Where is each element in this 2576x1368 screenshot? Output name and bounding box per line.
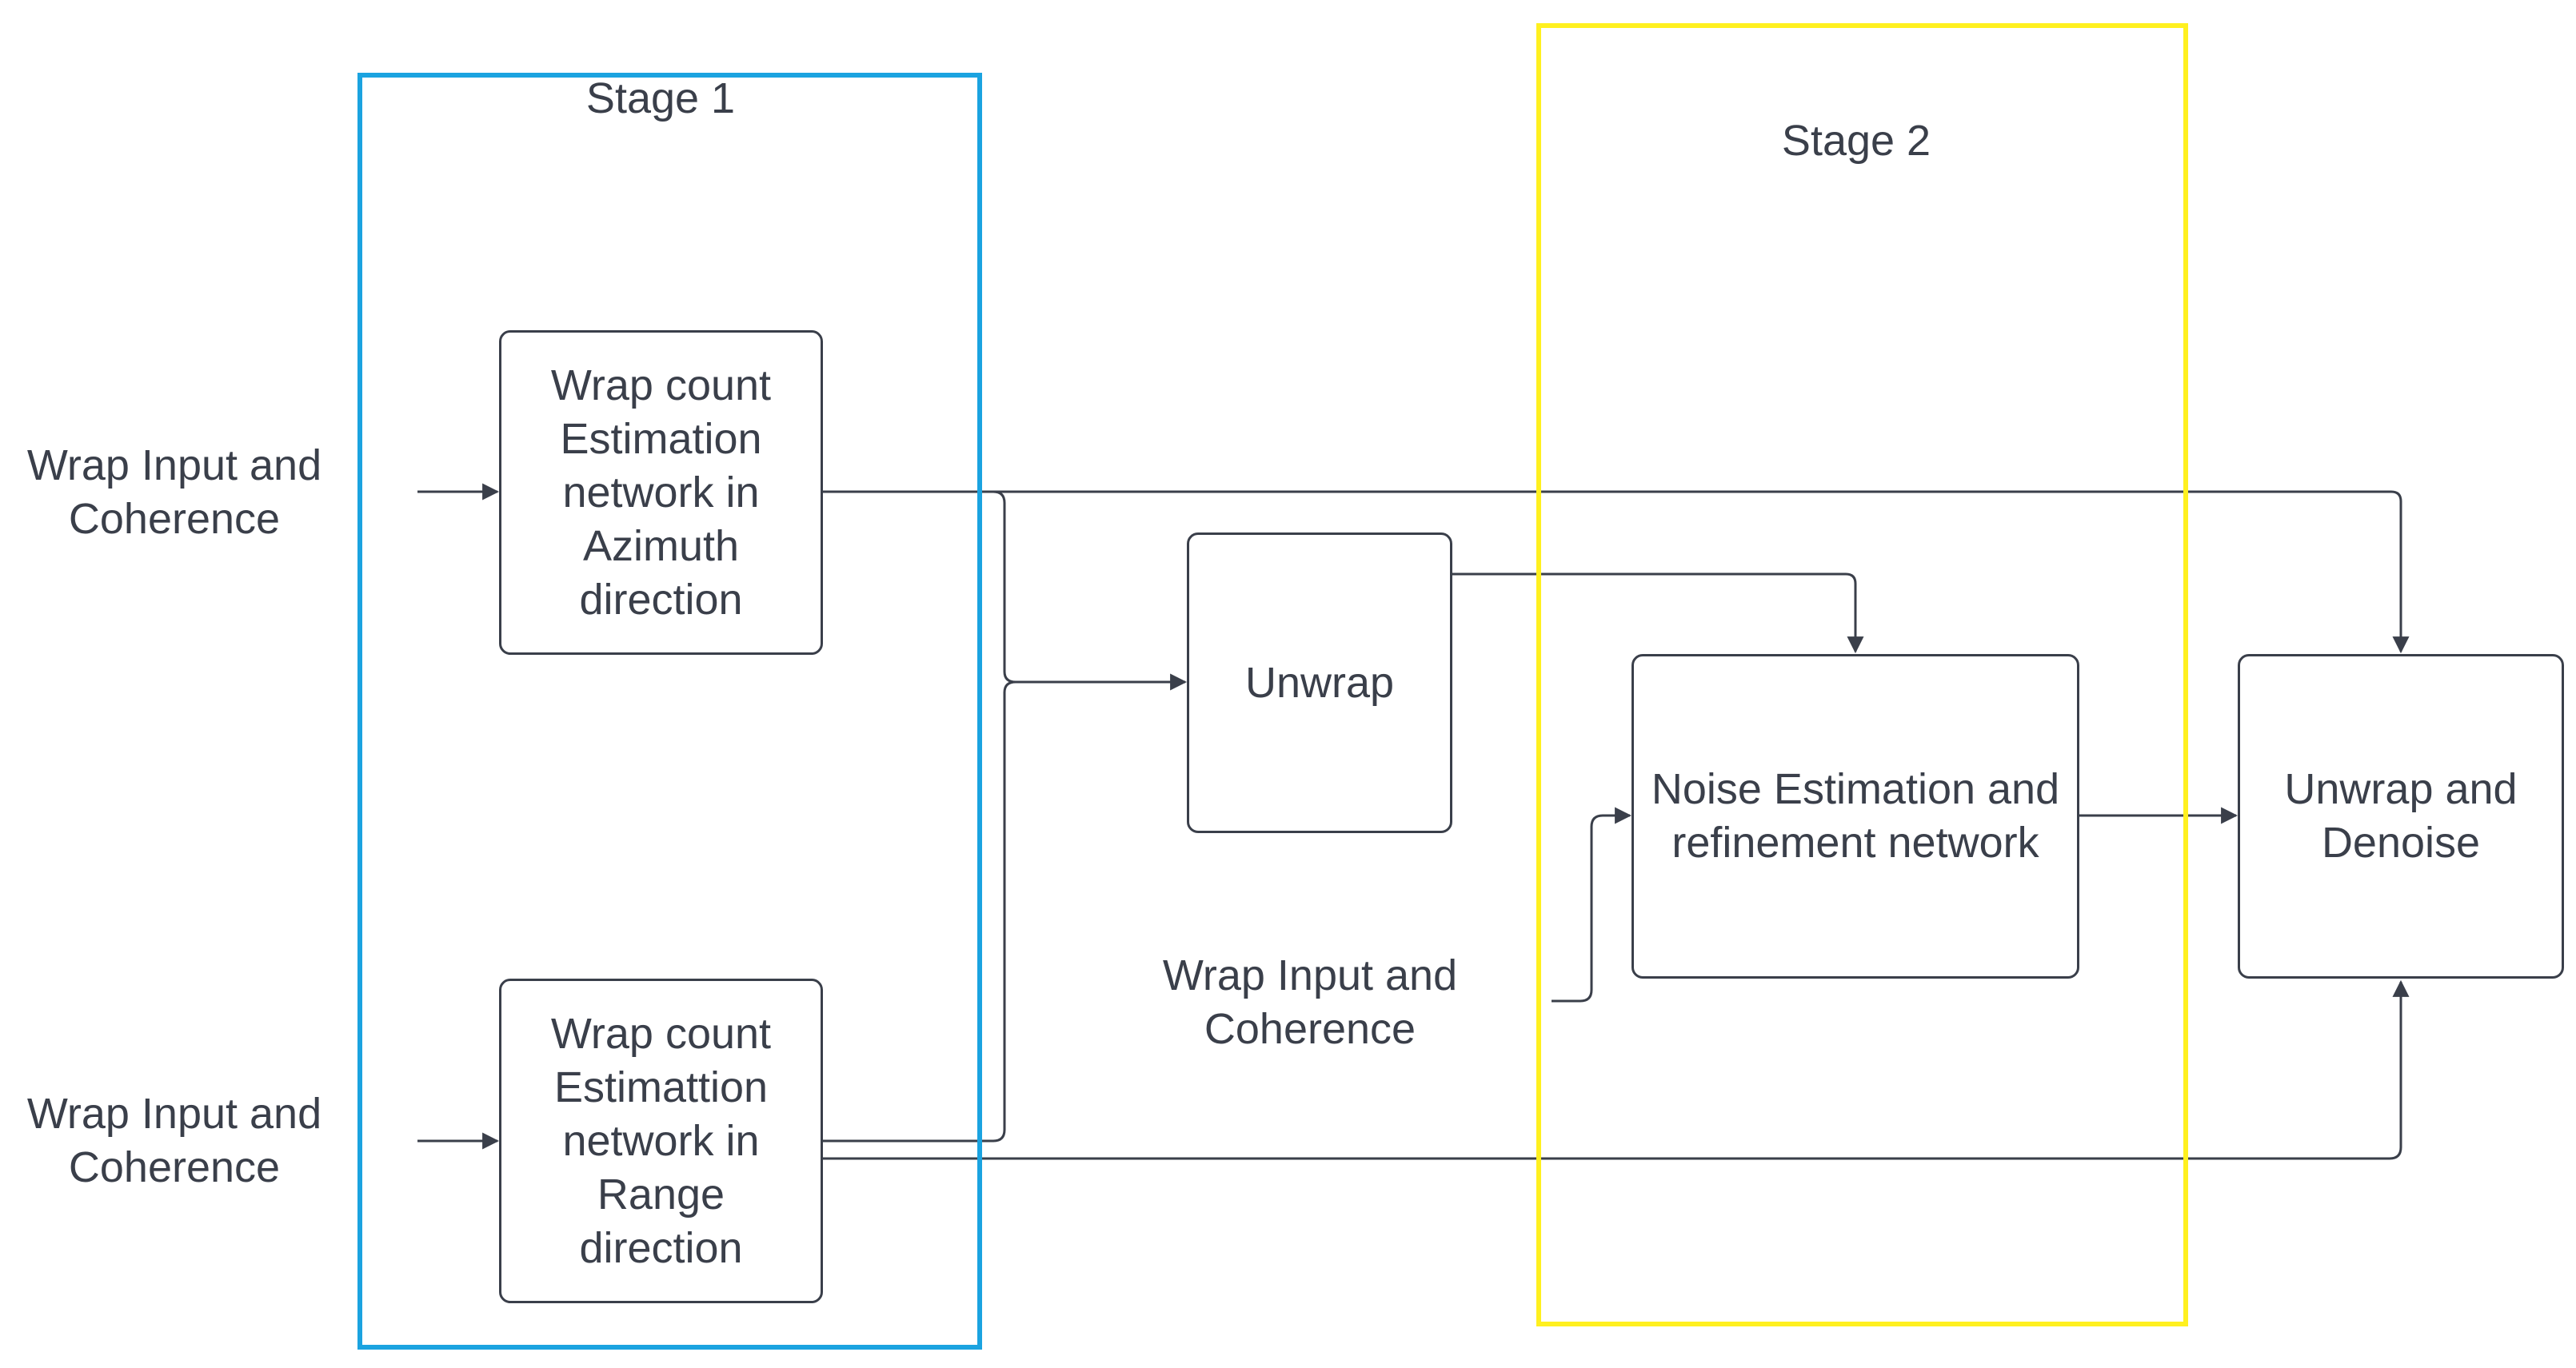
stage-2-container [1536,23,2188,1326]
line-range-branch [821,680,1016,1143]
range-estimation-label: Wrap count Estimattion network in Range … [550,1009,772,1272]
stage-1-label: Stage 1 [585,74,736,122]
azimuth-estimation-node: Wrap count Estimation network in Azimuth… [499,330,823,655]
arrow-range-to-unwrap-denoise [821,979,2410,1160]
input-label-middle: Wrap Input and Coherence [1162,951,1458,1053]
range-estimation-node: Wrap count Estimattion network in Range … [499,979,823,1303]
azimuth-estimation-label: Wrap count Estimation network in Azimuth… [550,361,772,624]
noise-estimation-node: Noise Estimation and refinement network [1631,654,2079,979]
unwrap-node: Unwrap [1187,532,1452,833]
line-azimuth-branch [992,490,1016,684]
stage-2-label: Stage 2 [1781,117,1931,165]
stage-1-container [357,73,982,1350]
input-label-bottom: Wrap Input and Coherence [26,1090,322,1191]
arrow-unwrap-to-noise [1451,572,1864,654]
unwrap-denoise-node: Unwrap and Denoise [2238,654,2564,979]
arrow-azimuth-to-unwrap-denoise [821,490,2410,654]
noise-estimation-label: Noise Estimation and refinement network [1651,765,2060,867]
arrow-middle-input-to-noise [1552,807,1632,1003]
unwrap-denoise-label: Unwrap and Denoise [2284,765,2518,867]
input-label-top: Wrap Input and Coherence [26,441,322,543]
unwrap-label: Unwrap [1244,658,1395,707]
